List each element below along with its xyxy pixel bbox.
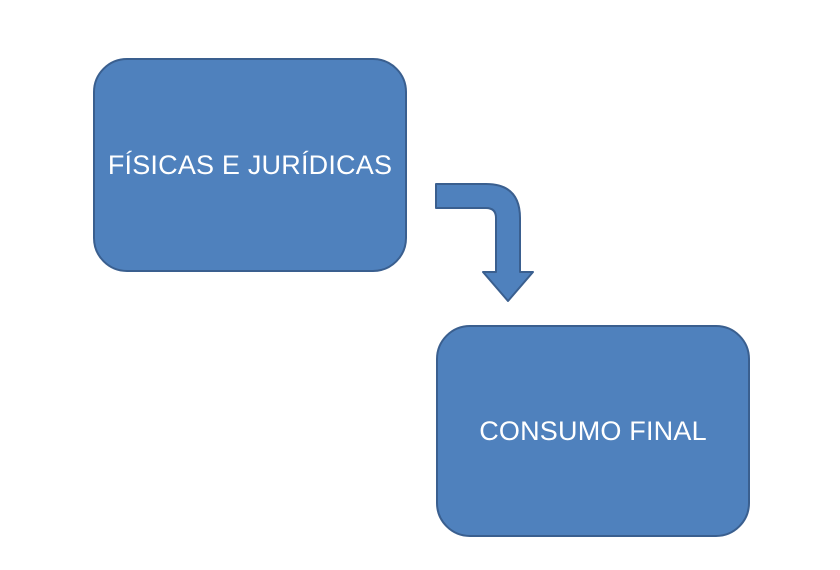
node-fisicas-e-juridicas: FÍSICAS E JURÍDICAS — [93, 58, 407, 272]
node-label: CONSUMO FINAL — [479, 415, 707, 446]
node-consumo-final: CONSUMO FINAL — [436, 325, 750, 537]
arrow-down-icon — [435, 183, 534, 302]
node-label: FÍSICAS E JURÍDICAS — [107, 149, 393, 180]
